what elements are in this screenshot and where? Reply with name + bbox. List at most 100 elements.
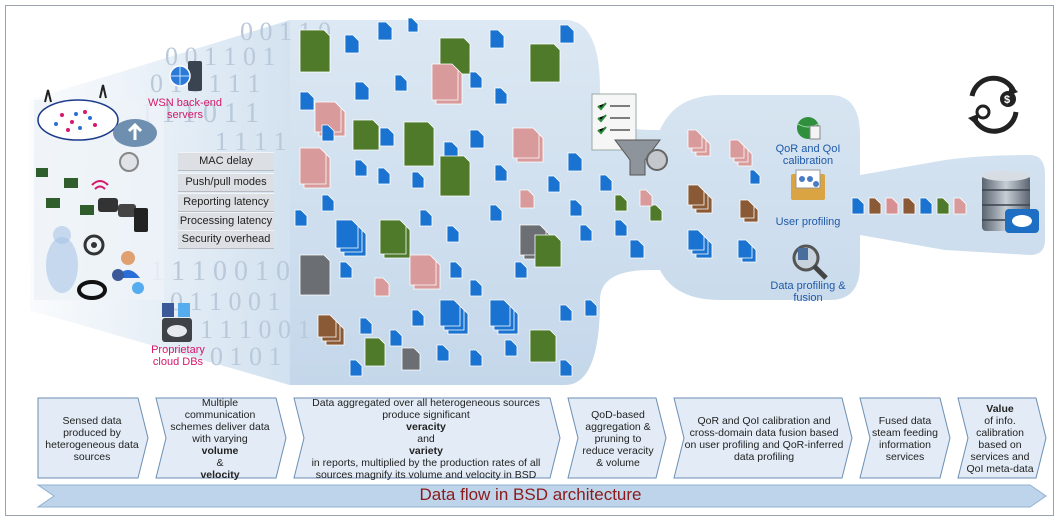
document-icon [394,74,408,92]
document-icon [953,197,967,215]
step-7-text: Value of info. calibration based on serv… [966,403,1034,475]
document-icon [567,152,583,172]
document-icon [401,347,421,371]
document-icon [379,127,395,147]
step-chevron [673,397,853,479]
document-icon [379,219,411,259]
document-icon [902,197,916,215]
document-icon [299,91,315,111]
document-icon [504,339,518,357]
document-icon [352,119,380,151]
document-icon [299,254,331,296]
user-profile-folder-icon [791,169,825,200]
document-icon [436,344,450,362]
svg-text:0 1 0 1 1 1: 0 1 0 1 1 1 [150,69,261,98]
param-security-overhead: Security overhead [178,230,274,249]
document-icon [321,124,335,142]
document-icon [614,194,628,212]
document-icon [529,43,561,83]
document-icon [489,29,505,49]
document-icon [446,225,460,243]
process-steps [37,397,1047,479]
document-icon [569,199,583,217]
qor-qoi-calibration-label: QoR and QoI calibration [775,143,841,167]
document-icon [294,209,308,227]
document-icon [494,164,508,182]
report-documents [294,17,761,377]
document-icon [359,317,373,335]
document-icon [599,174,613,192]
svg-text:1 1 1 0 0 1: 1 1 1 0 0 1 [200,315,311,344]
document-icon [868,197,882,215]
document-icon [449,261,463,279]
server-icon [169,61,202,91]
document-icon [407,17,419,33]
document-icon [335,219,367,257]
document-icon [299,147,331,189]
document-icon [584,299,598,317]
document-icon [629,239,645,259]
svg-text:1 1 1 0 0 1 0: 1 1 1 0 0 1 0 [150,256,290,287]
document-icon [431,63,463,105]
value-cycle-icon: $ [968,75,1019,134]
data-profiling-magnifier-icon [792,244,828,280]
document-icon [354,81,370,101]
document-icon [469,129,485,149]
document-icon [439,155,471,197]
document-icon [469,349,483,367]
param-reporting-latency: Reporting latency [178,193,274,212]
document-icon [919,197,933,215]
flow-label: Data flow in BSD architecture [419,485,642,504]
step-chevron [37,397,149,479]
document-icon [885,197,899,215]
document-icon [354,159,368,177]
document-icon [559,24,575,44]
funnel-filter-icon [591,93,668,176]
document-icon [547,175,561,193]
document-icon [409,254,441,290]
document-icon [389,329,403,347]
document-icon [317,314,345,346]
document-icon [339,261,353,279]
svg-text:$: $ [1004,94,1010,106]
document-icon [377,21,393,41]
document-icon [403,121,435,167]
document-icon [512,127,544,163]
document-icon [494,87,508,105]
document-icon [739,199,759,223]
param-push-pull: Push/pull modes [178,173,274,192]
document-icon [936,197,950,215]
sensor-cluster [34,84,164,300]
document-icon [364,337,386,367]
document-icon [649,204,663,222]
step-2-text: Multiple communication schemes deliver d… [170,397,270,481]
cloud-db-icon [162,303,192,342]
document-icon [529,329,557,363]
flow-arrow [36,484,1047,508]
step-1-text: Sensed data produced by heterogeneous da… [45,415,139,463]
svg-text:0 1 0 1: 0 1 0 1 [210,342,282,371]
document-icon [737,239,757,263]
database-server-icon [982,171,1039,233]
step-chevron [567,397,667,479]
document-icon [374,277,390,297]
step-4-text: QoD-based aggregation & pruning to reduc… [582,409,654,469]
param-processing-latency: Processing latency [178,212,274,231]
document-icon [514,261,528,279]
document-icon [639,189,653,207]
document-icon [687,184,713,214]
document-icon [411,171,425,189]
qor-globe-icon [797,117,821,140]
document-icon [687,129,711,157]
step-6-text: Fused data steam feeding information ser… [872,415,938,463]
document-icon [299,29,331,73]
step-3-text: Data aggregated over all heterogeneous s… [311,397,541,481]
document-icon [344,34,360,54]
user-profiling-label: User profiling [775,216,841,228]
document-icon [614,219,628,237]
document-icon [377,167,391,185]
document-icon [729,139,753,167]
step-chevron [155,397,287,479]
svg-text:1 1 1 1: 1 1 1 1 [215,127,287,156]
